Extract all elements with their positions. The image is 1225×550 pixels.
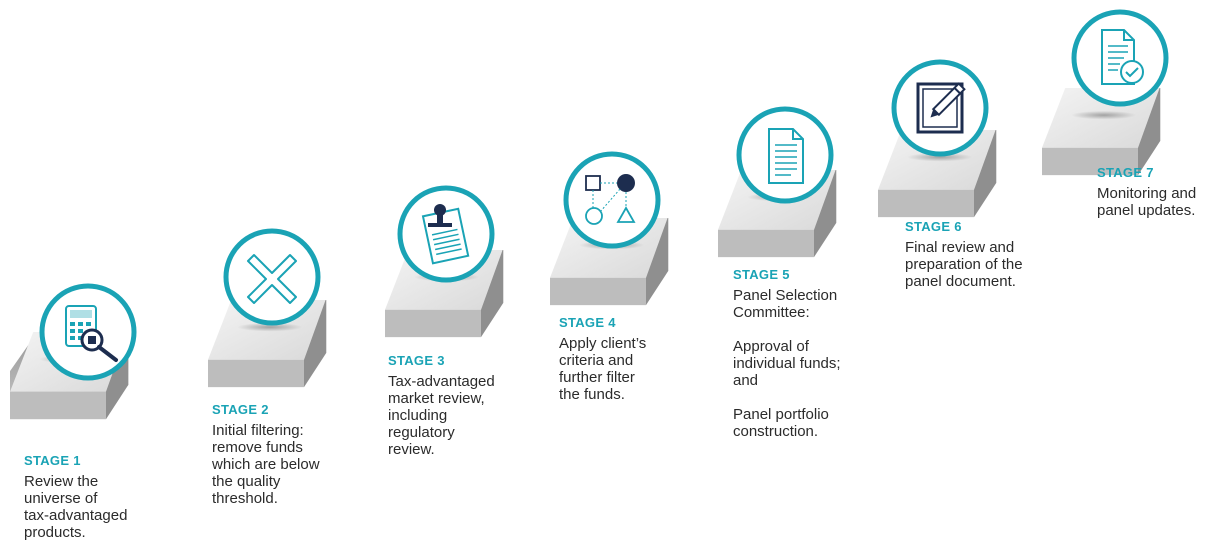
stage-4-label: STAGE 4 Apply client’s criteria and furt… bbox=[559, 314, 646, 403]
stage-5-desc-line: Panel portfolio bbox=[733, 406, 829, 423]
stage-3-desc-line: review. bbox=[388, 441, 435, 458]
stage-5-label: STAGE 5 Panel Selection Committee: Appro… bbox=[733, 266, 841, 440]
stage-2-desc-line: which are below bbox=[212, 456, 320, 473]
stage-1-desc-line: tax-advantaged bbox=[24, 507, 128, 524]
stage-2-desc-line: Initial filtering: bbox=[212, 422, 304, 439]
stage-5-desc-line: and bbox=[733, 372, 759, 389]
stage-5-desc-line: construction. bbox=[733, 423, 819, 440]
stage-3-desc-line: including bbox=[388, 407, 448, 424]
pencil-edit-icon bbox=[888, 56, 992, 160]
stage-5-desc-line: individual funds; bbox=[733, 355, 841, 372]
stage-1-desc-line: products. bbox=[24, 524, 86, 541]
stage-5-desc-line: Panel Selection bbox=[733, 287, 838, 304]
stage-3-desc-line: Tax-advantaged bbox=[388, 373, 495, 390]
stage-4-title: STAGE 4 bbox=[559, 315, 616, 330]
stage-4-desc-line: criteria and bbox=[559, 352, 634, 369]
stage-5-desc-line: Committee: bbox=[733, 304, 810, 321]
document-icon bbox=[733, 103, 837, 207]
stage-1-label: STAGE 1 Review the universe of tax-advan… bbox=[24, 452, 127, 541]
stage-1-title: STAGE 1 bbox=[24, 453, 81, 468]
stage-7-platform bbox=[1042, 88, 1161, 176]
stage-7-desc-line: Monitoring and bbox=[1097, 185, 1197, 202]
stage-6-title: STAGE 6 bbox=[905, 219, 962, 234]
stage-2-desc-line: threshold. bbox=[212, 490, 278, 507]
calculator-magnifier-icon bbox=[36, 280, 140, 384]
cross-icon bbox=[220, 225, 324, 329]
stage-2-desc-line: remove funds bbox=[212, 439, 303, 456]
document-check-icon bbox=[1068, 6, 1172, 110]
stage-6-desc-line: panel document. bbox=[905, 273, 1016, 290]
stage-2-desc-line: the quality bbox=[212, 473, 281, 490]
stage-5-desc-line: Approval of bbox=[733, 338, 809, 355]
shapes-network-icon bbox=[560, 148, 664, 252]
stage-2-title: STAGE 2 bbox=[212, 402, 269, 417]
stage-1-desc-line: Review the bbox=[24, 473, 99, 490]
stage-4-desc-line: the funds. bbox=[559, 386, 625, 403]
stage-3-desc-line: regulatory bbox=[388, 424, 455, 441]
stage-7-desc-line: panel updates. bbox=[1097, 202, 1196, 219]
stage-2-label: STAGE 2 Initial filtering: remove funds … bbox=[212, 401, 320, 507]
stage-6-desc-line: Final review and bbox=[905, 239, 1015, 256]
stage-4-desc-line: further filter bbox=[559, 369, 635, 386]
stage-5-title: STAGE 5 bbox=[733, 267, 790, 282]
stage-4-desc-line: Apply client’s bbox=[559, 335, 647, 352]
stage-6-label: STAGE 6 Final review and preparation of … bbox=[905, 218, 1023, 290]
stage-6-desc-line: preparation of the bbox=[905, 256, 1023, 273]
stage-3-label: STAGE 3 Tax-advantaged market review, in… bbox=[388, 352, 495, 458]
stage-7-label: STAGE 7 Monitoring and panel updates. bbox=[1097, 164, 1196, 219]
stage-3-desc-line: market review, bbox=[388, 390, 485, 407]
stamp-document-icon bbox=[394, 182, 498, 286]
stage-1-desc-line: universe of bbox=[24, 490, 98, 507]
stage-3-title: STAGE 3 bbox=[388, 353, 445, 368]
stage-7-title: STAGE 7 bbox=[1097, 165, 1154, 180]
